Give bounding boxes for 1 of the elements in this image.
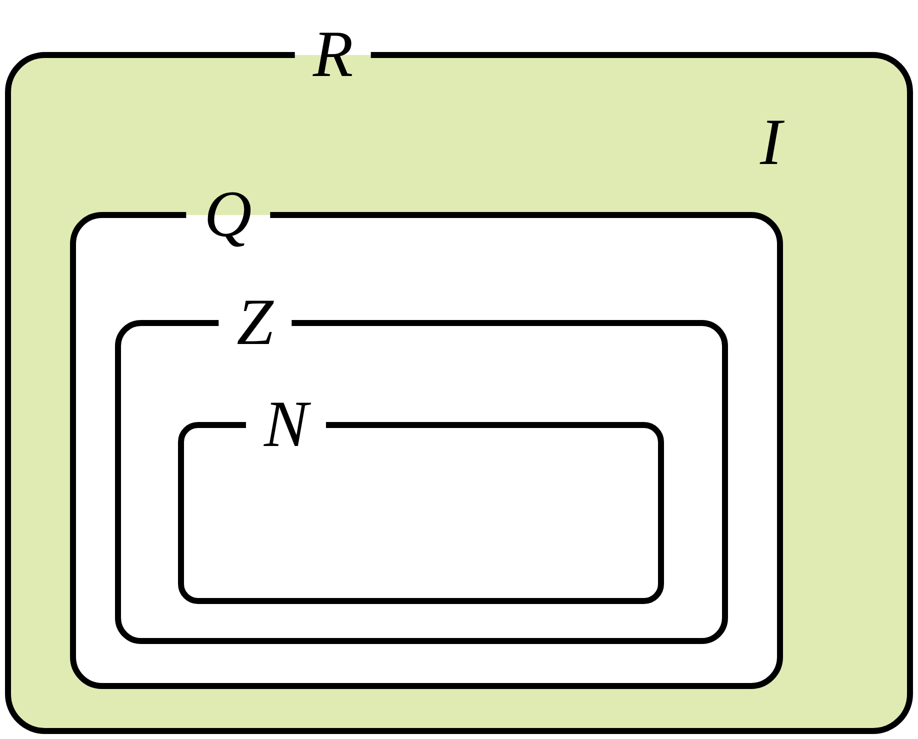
region-label: I bbox=[760, 110, 782, 176]
